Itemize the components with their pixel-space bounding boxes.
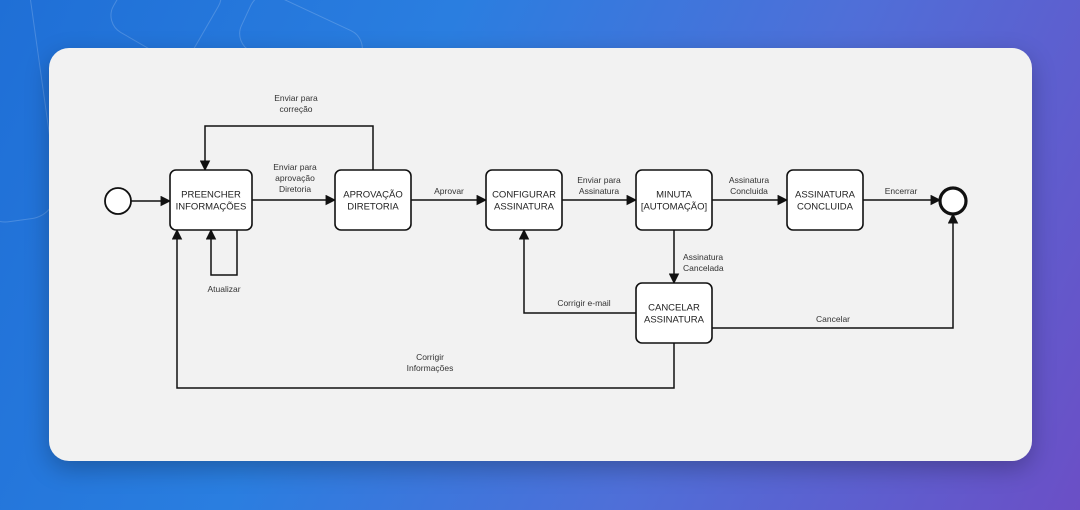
edge-label-line: Assinatura — [579, 186, 619, 196]
edge-label-line: aprovação — [275, 173, 315, 183]
edge-label-line: Informações — [407, 363, 454, 373]
node-start — [104, 187, 132, 215]
task-label-line: CONFIGURAR — [492, 190, 556, 201]
edge-label-line: Assinatura — [729, 175, 769, 185]
edge-label-aprovacao-configurar: Aprovar — [434, 186, 464, 196]
task-box — [635, 169, 713, 231]
task-label-line: ASSINATURA — [494, 202, 555, 213]
edge-label-line: Diretoria — [279, 184, 311, 194]
edge-label-line: Concluida — [730, 186, 768, 196]
task-box — [786, 169, 864, 231]
edge-preencher-self — [205, 228, 238, 276]
task-label-line: DIRETORIA — [347, 202, 399, 213]
task-label-line: ASSINATURA — [644, 315, 705, 326]
task-box — [635, 282, 713, 344]
edge-aprovacao-preencher — [199, 125, 374, 172]
edge-label-line: Corrigir — [416, 352, 444, 362]
edge-label-line: Encerrar — [885, 186, 918, 196]
task-box — [485, 169, 563, 231]
edge-cancelar-preencher — [171, 228, 675, 389]
task-box — [334, 169, 412, 231]
edge-label-line: Corrigir e-mail — [557, 298, 610, 308]
task-label-line: [AUTOMAÇÃO] — [641, 202, 707, 213]
task-label-line: CONCLUIDA — [797, 202, 854, 213]
edge-cancelar-end — [712, 212, 959, 329]
edge-label-line: Assinatura — [683, 252, 723, 262]
task-label-line: MINUTA — [656, 190, 692, 201]
edge-label-cancelar-configurar: Corrigir e-mail — [557, 298, 610, 308]
edge-label-line: Enviar para — [273, 162, 317, 172]
edge-label-line: Enviar para — [577, 175, 621, 185]
task-label-line: INFORMAÇÕES — [176, 202, 247, 213]
edge-label-line: Aprovar — [434, 186, 464, 196]
edge-cancelar-configurar — [518, 228, 636, 314]
task-label-line: APROVAÇÃO — [343, 190, 402, 201]
edge-label-line: Cancelar — [816, 314, 850, 324]
task-box — [169, 169, 253, 231]
task-label-line: CANCELAR — [648, 303, 700, 314]
edge-label-preencher-self: Atualizar — [207, 284, 240, 294]
edge-label-cancelar-end: Cancelar — [816, 314, 850, 324]
node-end — [938, 186, 968, 216]
edge-label-line: Atualizar — [207, 284, 240, 294]
edge-label-line: correção — [279, 104, 312, 114]
edge-label-concluida-end: Encerrar — [885, 186, 918, 196]
task-label-line: PREENCHER — [181, 190, 241, 201]
start-event — [104, 187, 132, 215]
edge-label-line: Enviar para — [274, 93, 318, 103]
task-label-line: ASSINATURA — [795, 190, 856, 201]
node-minuta: MINUTA[AUTOMAÇÃO] — [635, 169, 713, 231]
edge-label-line: Cancelada — [683, 263, 724, 273]
end-event — [938, 186, 968, 216]
